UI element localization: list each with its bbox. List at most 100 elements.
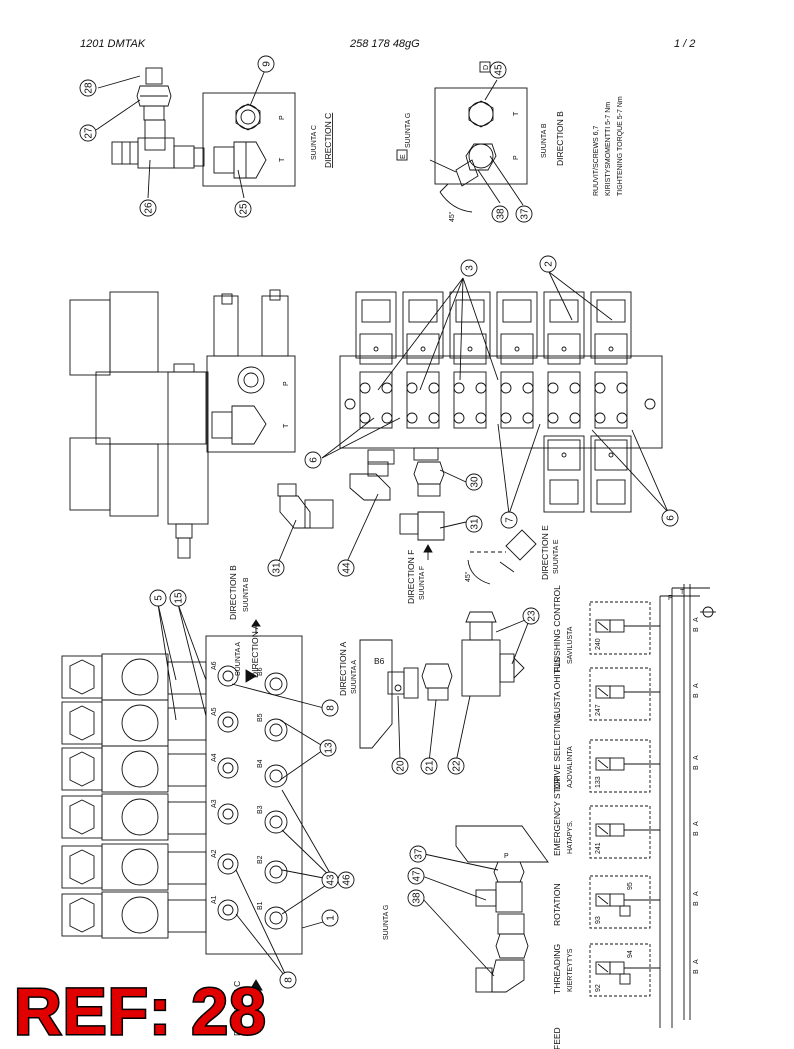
direction-f-label: DIRECTION F (406, 550, 416, 604)
callout-c9: 9 (257, 55, 275, 73)
svg-text:8: 8 (326, 705, 337, 711)
svg-text:6: 6 (309, 457, 320, 463)
sch-section-title: LUSTA OHITUS (552, 657, 562, 718)
svg-text:27: 27 (84, 127, 95, 139)
suunta-a2-label: SUUNTA A (351, 660, 358, 694)
valve-number: 95 (627, 882, 634, 890)
svg-text:46: 46 (342, 874, 353, 886)
port-label: A2 (211, 849, 218, 858)
torque-line-3: TIGHTENING TORQUE 5-7 Nm (617, 96, 624, 196)
solenoid-unit: P T (69, 289, 296, 559)
port-label: B4 (257, 759, 264, 768)
valve-number: 247 (595, 704, 602, 716)
port-t-label-b: T (513, 111, 520, 116)
callout-c5: 5 (149, 589, 167, 607)
svg-text:43: 43 (326, 874, 337, 886)
callout-c8b: 8 (279, 971, 297, 989)
port-p-label-mid: P (283, 381, 290, 386)
valve-block-c (202, 92, 296, 187)
valve-number: 240 (595, 638, 602, 650)
callout-c6a: 6 (304, 451, 322, 469)
callout-c7: 7 (500, 511, 518, 529)
port-label: A3 (211, 799, 218, 808)
direction-c-label: DIRECTION C (323, 113, 333, 168)
valve-number: 133 (595, 776, 602, 788)
svg-text:38: 38 (412, 892, 423, 904)
port-label: B5 (257, 713, 264, 722)
valve-number: 92 (595, 984, 602, 992)
sch-section-subtitle: AJOVALINTA (567, 746, 574, 788)
suunta-b2-label: SUUNTA B (243, 577, 250, 612)
callout-c46: 46 (337, 871, 355, 889)
callout-c38b: 38 (407, 889, 425, 907)
sch-port-a: A (693, 891, 700, 896)
port-label: A1 (211, 895, 218, 904)
callout-c20: 20 (391, 757, 409, 775)
port-label: A6 (211, 661, 218, 670)
angle-45-label-f: 45° (464, 571, 472, 582)
sch-port-b: B (693, 693, 700, 698)
sch-port-b: B (693, 627, 700, 632)
svg-text:37: 37 (520, 208, 531, 220)
sch-section-subtitle: KIERTEYTYS (567, 948, 574, 992)
sch-section-title: ROTATION (552, 883, 562, 926)
callout-c8a: 8 (321, 699, 339, 717)
header-drawing-number: 258 178 48gG (350, 38, 420, 50)
direction-b2-label: DIRECTION B (228, 565, 238, 620)
callout-c38a: 38 (491, 205, 509, 223)
sch-port-a: A (693, 617, 700, 622)
direction-a2-label: DIRECTION A (338, 641, 348, 696)
svg-text:25: 25 (239, 203, 250, 215)
callout-c2: 2 (539, 255, 557, 273)
sch-section-subtitle: SAVILUSTA (567, 626, 574, 664)
valve-number: 93 (595, 916, 602, 924)
valve-block-b (434, 87, 528, 185)
svg-text:22: 22 (452, 760, 463, 772)
svg-text:6: 6 (666, 515, 677, 521)
callout-c31a: 31 (267, 559, 285, 577)
svg-text:28: 28 (84, 82, 95, 94)
sch-port-b: B (693, 831, 700, 836)
callout-c6b: 6 (661, 509, 679, 527)
sch-port-a: A (693, 959, 700, 964)
sch-section-title: EMERGENCY STOP (552, 776, 562, 856)
sch-port-t-top: T (680, 589, 685, 596)
sch-port-b: B (693, 969, 700, 974)
callout-c15: 15 (169, 589, 187, 607)
port-p-label: P (279, 115, 286, 120)
sch-port-p-top: P (668, 595, 673, 602)
port-p-label-low: P (504, 853, 509, 860)
direction-b-label: DIRECTION B (555, 111, 565, 166)
view-b-group: 45° SUUNTA G E D T P SUUNTA B DIRECTION … (396, 61, 624, 222)
box-e-label: E (400, 154, 407, 159)
svg-text:30: 30 (470, 476, 481, 488)
callout-c23: 23 (522, 607, 540, 625)
torque-line-2: KIRISTYSMOMENTTI 5-7 Nm (605, 102, 612, 196)
ref-stamp: REF: 28 (13, 974, 268, 1048)
callout-c44: 44 (337, 559, 355, 577)
svg-text:31: 31 (272, 562, 283, 574)
port-label: B6 (257, 667, 264, 676)
header-doc-id: 1201 DMTAK (80, 38, 146, 50)
svg-text:15: 15 (174, 592, 185, 604)
port-p-label-b: P (513, 155, 520, 160)
svg-text:21: 21 (425, 760, 436, 772)
sch-section-title: FEED (552, 1027, 562, 1049)
callout-c21: 21 (420, 757, 438, 775)
svg-text:23: 23 (527, 610, 538, 622)
svg-text:45: 45 (494, 64, 505, 76)
port-label: B2 (257, 855, 264, 864)
suunta-g2-label: SUUNTA G (383, 905, 390, 940)
sch-section-subtitle: HATAPYS. (567, 820, 574, 854)
sch-section-title: FLUSHING CONTROL (552, 585, 562, 672)
svg-text:31: 31 (470, 518, 481, 530)
svg-text:2: 2 (544, 261, 555, 267)
callout-c1: 1 (321, 909, 339, 927)
sch-port-a: A (693, 683, 700, 688)
callout-c3: 3 (460, 259, 478, 277)
view-c-group: P T SUUNTA C DIRECTION C (95, 67, 333, 199)
suunta-e-label: SUUNTA E (553, 539, 560, 574)
direction-c2-label: DIRECTION C (232, 981, 242, 1036)
